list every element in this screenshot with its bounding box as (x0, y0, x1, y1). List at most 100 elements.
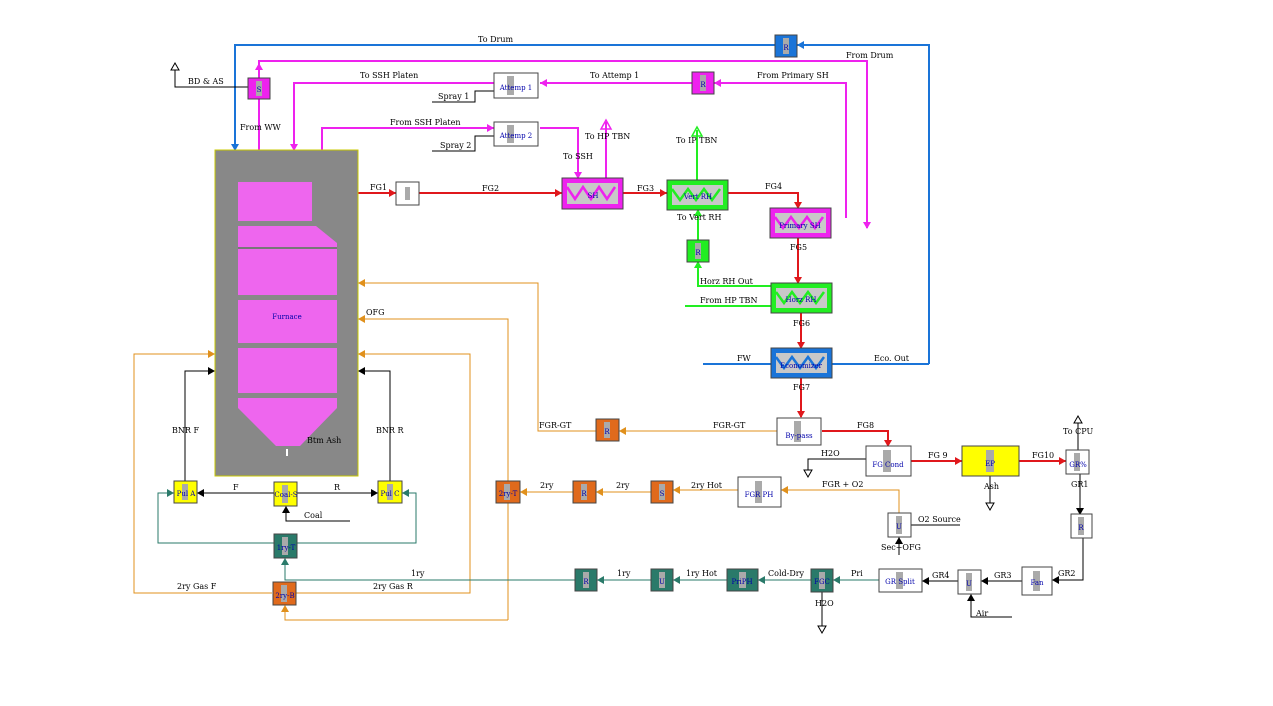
gr-split-block[interactable]: GR% (1065, 449, 1090, 475)
pri-ph-label: PriPH (731, 578, 752, 586)
one-ry-u-label: U (659, 578, 665, 586)
fgr-ph-block[interactable]: FGR PH (737, 476, 782, 508)
from-drum-label: From Drum (846, 51, 894, 60)
drum-recv-label: R (783, 44, 789, 52)
ep-block[interactable]: EP (961, 445, 1020, 477)
fgc-block[interactable]: FGC (810, 568, 834, 593)
furnace[interactable]: Furnace (214, 149, 359, 477)
to-drum-label: To Drum (478, 35, 513, 44)
fgr-gt-label-2: FGR-GT (713, 421, 746, 430)
fg8-label: FG8 (857, 421, 874, 430)
one-ry-u-block[interactable]: U (650, 568, 674, 592)
fg9-label: FG 9 (928, 451, 948, 460)
gr-r-label: R (1078, 524, 1084, 532)
bypass-block[interactable]: By-pass (776, 417, 822, 446)
sh-exchanger[interactable]: SH (561, 177, 624, 210)
one-ry-t-block[interactable]: 1ry-T (273, 533, 298, 559)
sec-ofg-u-label: U (896, 523, 902, 531)
arrow-psh-out (714, 79, 721, 87)
fg1-splitter[interactable] (395, 181, 420, 206)
arrow-gr4 (922, 577, 929, 585)
arrow-fg7 (797, 411, 805, 418)
arrow-coal (282, 506, 290, 513)
gr-u-label: U (966, 580, 972, 588)
vert-rh-recv-block[interactable]: R (686, 239, 710, 263)
gr-split2-block[interactable]: GR Split (878, 568, 923, 593)
btm-ash-label: Btm Ash (307, 436, 341, 445)
two-ry-gas-f-label: 2ry Gas F (177, 582, 217, 591)
arrow-bnr-r (358, 367, 365, 375)
fgr-o2-line (781, 489, 900, 513)
arrow-air (967, 594, 975, 601)
arrow-horz-rh-out (694, 261, 702, 268)
arrow-sec-ofg (895, 537, 903, 544)
drum-recv-block[interactable]: R (774, 34, 798, 58)
to-hp-tbn-label: To HP TBN (585, 132, 630, 141)
one-ry-label-2: 1ry (617, 569, 631, 578)
bd-as-line (174, 70, 248, 88)
fgr-o2-label: FGR + O2 (822, 480, 863, 489)
one-ry-hot-label: 1ry Hot (686, 569, 718, 578)
gr4-label: GR4 (932, 571, 950, 580)
coal-s-block[interactable]: Coal-S (273, 481, 298, 507)
vert-rh-exchanger[interactable]: Vert RH (666, 179, 729, 211)
arrow-fg9 (955, 457, 962, 465)
fan-block[interactable]: Fan (1021, 566, 1053, 596)
economizer-exchanger[interactable]: Economizer (770, 347, 833, 379)
ww-split-block[interactable]: S (247, 77, 271, 100)
f-label: F (233, 483, 239, 492)
horz-rh-exchanger[interactable]: Horz RH (770, 282, 833, 314)
fg-cond-block[interactable]: FG Cond (865, 445, 912, 477)
pul-a-block[interactable]: Pul A (173, 480, 198, 504)
two-ry-b-label: 2ry-B (275, 592, 294, 600)
fg3-label: FG3 (637, 184, 654, 193)
from-ssh-platen-label: From SSH Platen (390, 118, 460, 127)
to-vert-rh-label: To Vert RH (677, 213, 721, 222)
fgr-gt-recv-block[interactable]: R (595, 418, 620, 442)
arrow-bnr-f (208, 367, 215, 375)
arrow-one-ry-2 (597, 576, 604, 584)
gr-r-block[interactable]: R (1070, 513, 1093, 539)
one-ry-r-block[interactable]: R (574, 568, 598, 592)
gr-u-block[interactable]: U (957, 569, 982, 595)
primary-sh-exchanger[interactable]: Primary SH (769, 207, 832, 239)
drum-to-ww-line (234, 44, 775, 150)
from-hp-tbn-label: From HP TBN (700, 296, 757, 305)
two-ry-r-block[interactable]: R (572, 480, 597, 504)
two-ry-b-block[interactable]: 2ry-B (272, 581, 297, 606)
fgc-label: FGC (814, 578, 830, 586)
fg7-label: FG7 (793, 383, 810, 392)
arrow-f (197, 489, 204, 497)
pri-ph-block[interactable]: PriPH (726, 568, 759, 592)
to-cpu-label: To CPU (1063, 427, 1093, 436)
from-ww-label: From WW (240, 123, 282, 132)
arrow-ofg (358, 315, 365, 323)
fgr-gt-label-1: FGR-GT (539, 421, 572, 430)
h2o-2-label: H2O (815, 599, 834, 608)
fg5-label: FG5 (790, 243, 807, 252)
two-ry-s-block[interactable]: S (650, 480, 674, 504)
arrow-pri (833, 576, 840, 584)
gr-split-label: GR% (1069, 461, 1087, 469)
two-ry-gas-r-label: 2ry Gas R (373, 582, 414, 591)
fg6-label: FG6 (793, 319, 810, 328)
gr3-label: GR3 (994, 571, 1012, 580)
arrow-one-ry-hot (673, 576, 680, 584)
arrow-ssh (574, 172, 582, 179)
fg8-line (822, 430, 889, 446)
primary-sh-recv-block[interactable]: R (691, 71, 715, 95)
fgr-gt-recv-label: R (604, 428, 610, 436)
attemp2-block[interactable]: Attemp 2 (493, 121, 539, 147)
one-ry-label-1: 1ry (411, 569, 425, 578)
cold-dry-label: Cold-Dry (768, 569, 805, 578)
arrow-ww-up (255, 63, 263, 70)
two-ry-t-block[interactable]: 2ry-T (495, 480, 521, 504)
arrow-one-ry-t (281, 558, 289, 565)
spray1-label: Spray 1 (438, 92, 469, 101)
pul-c-block[interactable]: Pul C (377, 480, 403, 504)
coal-s-label: Coal-S (274, 491, 297, 499)
attemp1-block[interactable]: Attemp 1 (493, 72, 539, 99)
vert-rh-label: Vert RH (683, 193, 712, 201)
sec-ofg-u-block[interactable]: U (887, 512, 912, 538)
